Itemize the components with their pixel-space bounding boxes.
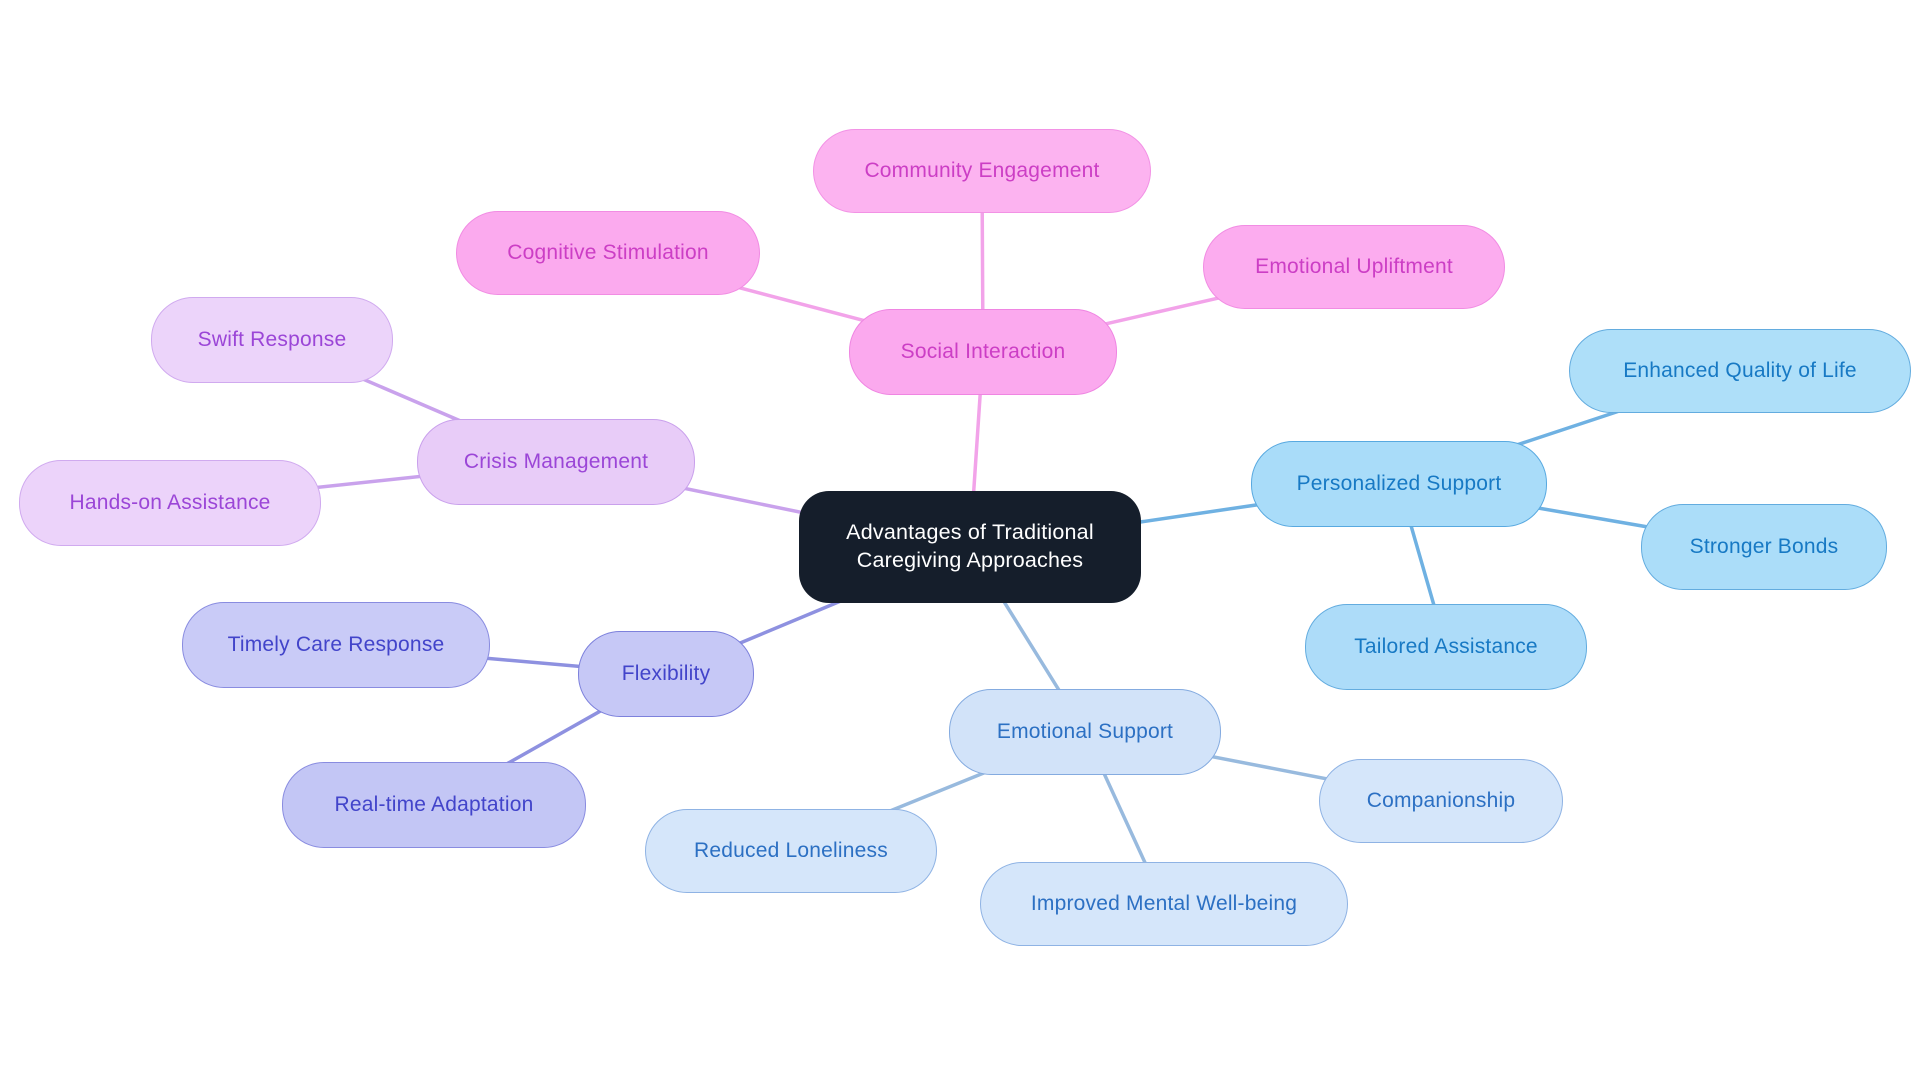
node-center[interactable]: Advantages of Traditional Caregiving App… bbox=[799, 491, 1141, 603]
node-label: Advantages of Traditional Caregiving App… bbox=[846, 520, 1094, 572]
node-enhanced-quality-of-life[interactable]: Enhanced Quality of Life bbox=[1569, 329, 1911, 413]
node-label: Emotional Support bbox=[996, 720, 1174, 744]
node-cognitive-stimulation[interactable]: Cognitive Stimulation bbox=[456, 211, 760, 295]
node-label: Hands-on Assistance bbox=[69, 491, 271, 515]
node-label: Companionship bbox=[1366, 789, 1516, 813]
node-label: Swift Response bbox=[197, 328, 347, 352]
node-emotional-upliftment[interactable]: Emotional Upliftment bbox=[1203, 225, 1505, 309]
node-label: Social Interaction bbox=[900, 340, 1066, 364]
node-stronger-bonds[interactable]: Stronger Bonds bbox=[1641, 504, 1887, 590]
node-label: Tailored Assistance bbox=[1354, 635, 1538, 659]
node-label: Emotional Upliftment bbox=[1255, 255, 1453, 279]
node-flexibility[interactable]: Flexibility bbox=[578, 631, 754, 717]
node-timely-care-response[interactable]: Timely Care Response bbox=[182, 602, 490, 688]
node-emotional-support[interactable]: Emotional Support bbox=[949, 689, 1221, 775]
node-improved-mental-well-being[interactable]: Improved Mental Well-being bbox=[980, 862, 1348, 946]
node-label: Improved Mental Well-being bbox=[1030, 892, 1298, 916]
node-label: Flexibility bbox=[621, 662, 711, 686]
node-swift-response[interactable]: Swift Response bbox=[151, 297, 393, 383]
node-social-interaction[interactable]: Social Interaction bbox=[849, 309, 1117, 395]
node-label: Stronger Bonds bbox=[1689, 535, 1839, 559]
node-label: Enhanced Quality of Life bbox=[1623, 359, 1857, 383]
node-label: Personalized Support bbox=[1296, 472, 1502, 496]
node-companionship[interactable]: Companionship bbox=[1319, 759, 1563, 843]
node-crisis-management[interactable]: Crisis Management bbox=[417, 419, 695, 505]
node-tailored-assistance[interactable]: Tailored Assistance bbox=[1305, 604, 1587, 690]
node-label: Community Engagement bbox=[864, 159, 1100, 183]
node-personalized-support[interactable]: Personalized Support bbox=[1251, 441, 1547, 527]
node-community-engagement[interactable]: Community Engagement bbox=[813, 129, 1151, 213]
node-real-time-adaptation[interactable]: Real-time Adaptation bbox=[282, 762, 586, 848]
node-label: Crisis Management bbox=[463, 450, 649, 474]
node-label: Reduced Loneliness bbox=[694, 839, 888, 863]
node-label: Cognitive Stimulation bbox=[507, 241, 709, 265]
node-label: Real-time Adaptation bbox=[334, 793, 534, 817]
node-hands-on-assistance[interactable]: Hands-on Assistance bbox=[19, 460, 321, 546]
node-label: Timely Care Response bbox=[227, 633, 445, 657]
node-reduced-loneliness[interactable]: Reduced Loneliness bbox=[645, 809, 937, 893]
